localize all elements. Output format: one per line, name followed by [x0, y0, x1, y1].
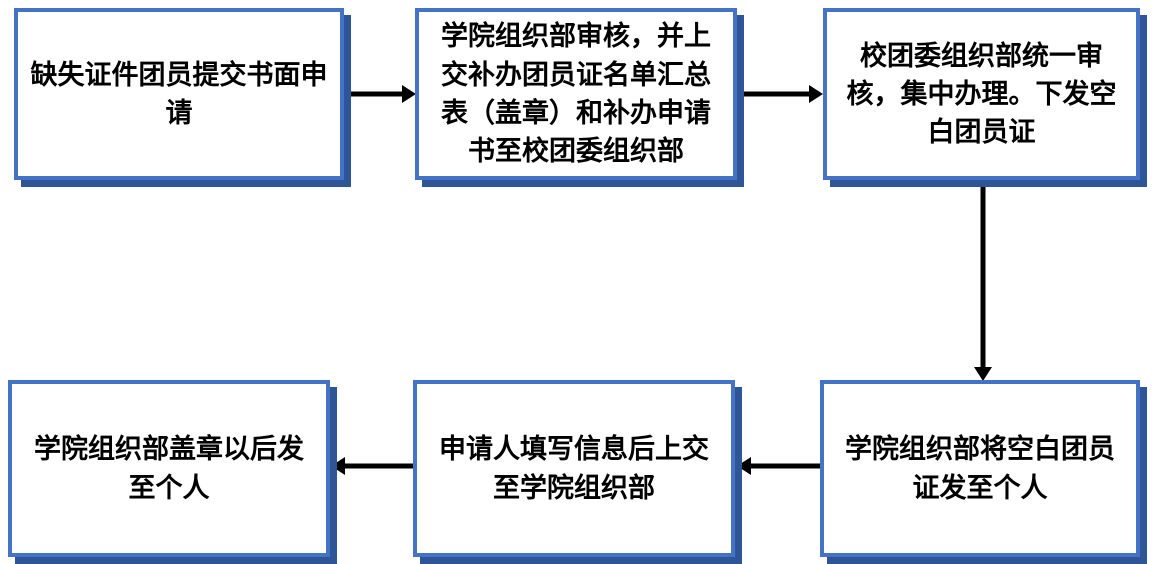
flow-box-committee-review-issue: 校团委组织部统一审核，集中办理。下发空白团员证: [823, 8, 1140, 180]
arrow-box2-to-box3: [737, 85, 823, 103]
flow-box-label: 学院组织部将空白团员证发至个人: [845, 434, 1115, 503]
arrow-left-head-icon: [737, 457, 751, 475]
arrow-left-head-icon: [331, 457, 345, 475]
flow-box-send-blank-card: 学院组织部将空白团员证发至个人: [820, 380, 1140, 557]
arrow-box1-to-box2: [344, 85, 416, 103]
arrow-box6-to-box5: [737, 457, 820, 475]
arrow-box5-to-box4: [331, 457, 413, 475]
arrow-down-head-icon: [974, 367, 992, 381]
flow-box-label: 缺失证件团员提交书面申请: [30, 59, 328, 128]
arrow-right-head-icon: [402, 85, 416, 103]
flow-box-label: 学院组织部审核，并上交补办团员证名单汇总表（盖章）和补办申请书至校团委组织部: [441, 21, 711, 167]
flow-box-submit-application: 缺失证件团员提交书面申请: [14, 8, 344, 180]
flow-box-stamp-send-individual: 学院组织部盖章以后发至个人: [8, 380, 330, 557]
flow-box-college-review-submit: 学院组织部审核，并上交补办团员证名单汇总表（盖章）和补办申请书至校团委组织部: [415, 8, 737, 180]
flow-box-label: 校团委组织部统一审核，集中办理。下发空白团员证: [846, 40, 1117, 148]
arrow-box3-to-box6: [974, 180, 992, 381]
flow-box-label: 申请人填写信息后上交至学院组织部: [439, 434, 709, 503]
flow-box-applicant-fill-info: 申请人填写信息后上交至学院组织部: [413, 380, 735, 557]
arrow-right-head-icon: [809, 85, 823, 103]
flow-box-label: 学院组织部盖章以后发至个人: [34, 434, 304, 503]
